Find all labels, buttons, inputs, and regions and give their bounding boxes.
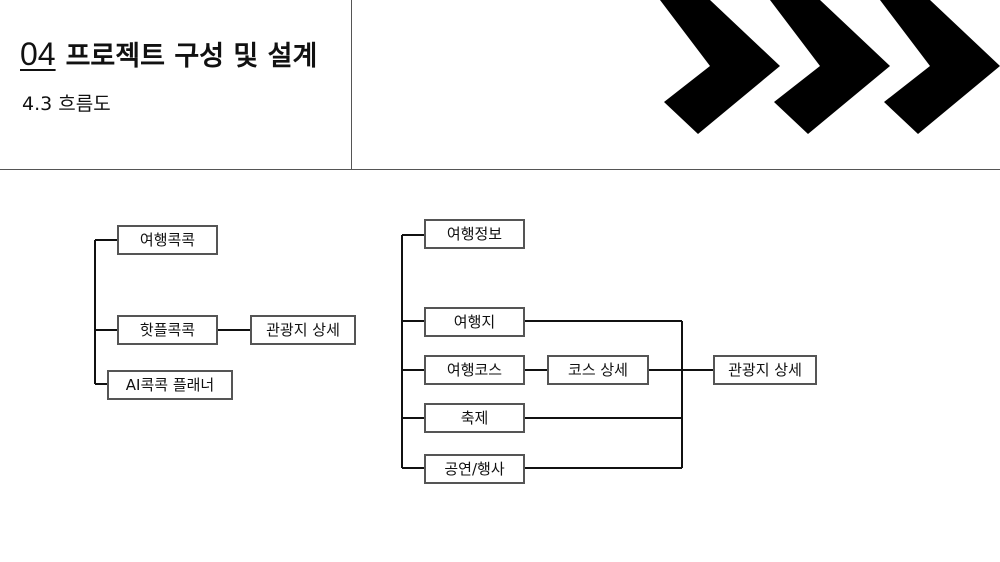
- node-course-detail: 코스 상세: [547, 355, 649, 385]
- node-travel-course: 여행코스: [424, 355, 525, 385]
- section-title: 프로젝트 구성 및 설계: [65, 41, 318, 72]
- node-hotple-kokkok: 핫플콕콕: [117, 315, 218, 345]
- header-vertical-divider: [351, 0, 352, 169]
- chevron-decoration: [660, 0, 1000, 134]
- chevron-right-icon: [880, 0, 1000, 134]
- subsection-title: 4.3 흐름도: [22, 93, 111, 115]
- node-festival: 축제: [424, 403, 525, 433]
- chevron-right-icon: [660, 0, 780, 134]
- node-hotple-attraction-detail: 관광지 상세: [250, 315, 356, 345]
- node-yeohaeng-kokkok: 여행콕콕: [117, 225, 218, 255]
- node-ai-planner: AI콕콕 플래너: [107, 370, 233, 400]
- node-performance: 공연/행사: [424, 454, 525, 484]
- node-attraction-detail: 관광지 상세: [713, 355, 817, 385]
- node-destination: 여행지: [424, 307, 525, 337]
- header-bottom-divider: [0, 169, 1000, 170]
- chevron-right-icon: [770, 0, 890, 134]
- section-heading: 04 프로젝트 구성 및 설계: [20, 34, 317, 73]
- section-number: 04: [20, 36, 56, 72]
- node-travel-info: 여행정보: [424, 219, 525, 249]
